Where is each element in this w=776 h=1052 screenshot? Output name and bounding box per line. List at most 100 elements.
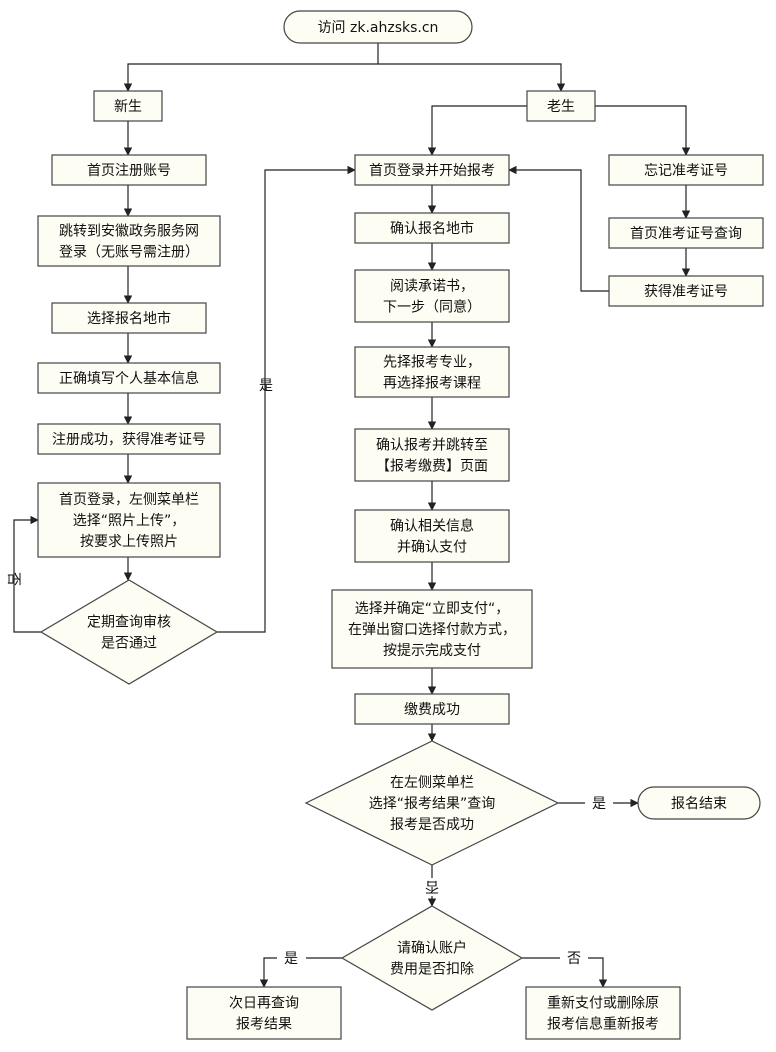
node-text: 先择报考专业， [383, 355, 481, 371]
node-text: 请确认账户 [397, 940, 467, 957]
node-text: 选择“报考结果”查询 [369, 796, 496, 812]
process-box [354, 269, 510, 323]
node-text: 按提示完成支付 [383, 643, 481, 659]
process-box [354, 212, 510, 244]
node-pay-success: 缴费成功 [354, 693, 510, 725]
node-text: 首页准考证号查询 [630, 226, 742, 242]
node-text: 定期查询审核 [87, 615, 171, 631]
node-new-student: 新生 [93, 90, 163, 122]
node-end: 报名结束 [637, 786, 761, 820]
node-text: 访问 zk.ahzsks.cn [318, 20, 439, 36]
process-box [526, 90, 596, 122]
node-text: 阅读承诺书， [390, 278, 474, 295]
node-text: 下一步（同意） [383, 299, 481, 316]
node-text: 登录（无账号需注册） [59, 245, 199, 261]
node-text: 老生 [547, 99, 575, 115]
node-text: 在左侧菜单栏 [390, 775, 474, 791]
flow-arrow [123, 43, 379, 92]
node-login-start: 首页登录并开始报考 [354, 154, 510, 186]
node-text: 跳转到安徽政务服务网 [59, 224, 199, 240]
process-box [331, 589, 533, 669]
node-text: 【报考缴费】页面 [376, 459, 488, 475]
node-pay-now: 选择并确定“立即支付“， 在弹出窗口选择付款方式， 按提示完成支付 [331, 589, 533, 669]
process-box [608, 275, 764, 307]
edge-label-result-no: 否 [425, 878, 439, 894]
edge-label-review-yes: 是 [259, 378, 273, 394]
node-text: 首页登录，左侧菜单栏 [59, 492, 199, 508]
node-text: 在弹出窗口选择付款方式， [348, 621, 516, 638]
node-text: 次日再查询 [229, 996, 299, 1012]
flow-arrow [588, 957, 608, 988]
node-text: 重新支付或删除原 [547, 996, 659, 1012]
process-box [525, 986, 681, 1040]
terminal-box [637, 786, 761, 820]
decision-diamond [39, 579, 219, 685]
node-text: 并确认支付 [397, 540, 467, 556]
edge-label-deduct-no: 否 [567, 951, 581, 967]
flow-arrow [427, 105, 527, 156]
node-text: 再选择报考课程 [383, 376, 481, 392]
node-text: 确认相关信息 [390, 518, 474, 535]
process-box [354, 509, 510, 563]
node-text: 报考结果 [236, 1017, 292, 1033]
process-box [186, 986, 342, 1040]
node-text: 按要求上传照片 [80, 534, 178, 550]
node-start: 访问 zk.ahzsks.cn [283, 10, 473, 44]
node-text: 正确填写个人基本信息 [59, 370, 199, 387]
process-box [354, 693, 510, 725]
flow-arrow [217, 165, 356, 633]
flow-arrow [595, 105, 691, 156]
node-text: 报考信息重新报考 [547, 1016, 659, 1033]
node-fill-info: 正确填写个人基本信息 [37, 362, 221, 394]
node-confirm-city: 确认报名地市 [354, 212, 510, 244]
node-text: 选择并确定“立即支付“， [355, 601, 510, 617]
node-old-student: 老生 [526, 90, 596, 122]
node-forgot-id: 忘记准考证号 [608, 154, 764, 186]
process-box [37, 482, 221, 558]
process-box [608, 154, 764, 186]
process-box [37, 423, 221, 455]
node-text: 缴费成功 [404, 702, 460, 718]
flow-arrow [13, 515, 41, 633]
flow-arrow [259, 957, 277, 988]
process-box [37, 362, 221, 394]
node-register-account: 首页注册账号 [51, 154, 207, 186]
node-text: 忘记准考证号 [644, 163, 728, 179]
process-box [354, 346, 510, 398]
decision-diamond [304, 740, 560, 866]
edge-label-result-yes: 是 [592, 796, 606, 812]
node-select-city-new: 选择报名地市 [51, 302, 207, 334]
node-text: 首页登录并开始报考 [369, 163, 495, 179]
process-box [51, 154, 207, 186]
process-box [608, 217, 764, 249]
edge-label-deduct-yes: 是 [284, 951, 298, 967]
node-text: 报名结束 [671, 796, 727, 812]
process-box [93, 90, 163, 122]
decision-diamond [340, 905, 524, 1011]
edge-label-review-no: 否 [5, 572, 21, 586]
node-text: 选择报名地市 [87, 310, 171, 327]
node-read-pledge: 阅读承诺书， 下一步（同意） [354, 269, 510, 323]
node-query-id: 首页准考证号查询 [608, 217, 764, 249]
flow-arrow [378, 63, 566, 92]
node-text: 确认报考并跳转至 [376, 438, 488, 454]
process-box [37, 215, 221, 267]
node-text: 首页注册账号 [87, 163, 171, 179]
node-text: 确认报名地市 [390, 220, 474, 237]
process-box [354, 154, 510, 186]
node-text: 注册成功，获得准考证号 [52, 431, 206, 448]
flow-arrow [508, 165, 609, 292]
node-text: 是否通过 [101, 636, 157, 652]
node-text: 新生 [114, 99, 142, 115]
node-register-success: 注册成功，获得准考证号 [37, 423, 221, 455]
terminal-box [283, 10, 473, 44]
node-text: 费用是否扣除 [390, 962, 474, 978]
node-get-id: 获得准考证号 [608, 275, 764, 307]
